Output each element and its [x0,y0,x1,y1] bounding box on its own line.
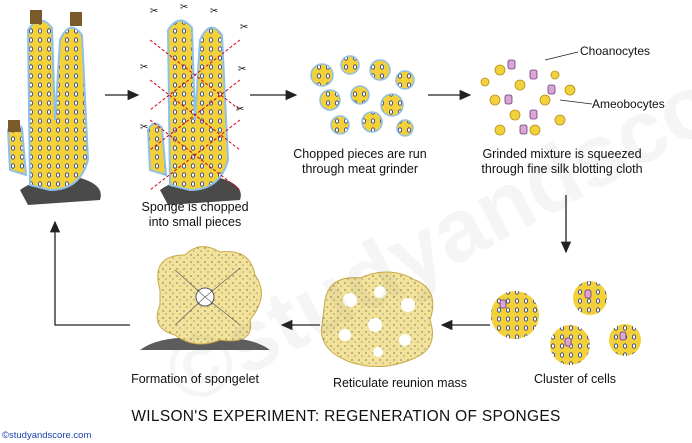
svg-text:✂: ✂ [236,104,244,115]
svg-text:✂: ✂ [180,2,188,13]
step-grinder-label: Chopped pieces are run through meat grin… [293,147,427,176]
spongelet [140,246,270,350]
step-cluster-label: Cluster of cells [534,372,616,386]
svg-text:✂: ✂ [210,6,218,17]
step-spongelet-label: Formation of spongelet [131,372,259,386]
step-squeeze-label: Grinded mixture is squeezed through fine… [481,147,643,176]
svg-text:✂: ✂ [240,22,248,33]
chopped-pieces [310,55,415,137]
svg-text:✂: ✂ [140,122,148,133]
reticulate-mass [321,271,434,367]
step-chop-label: Sponge is chopped into small pieces [141,200,249,229]
svg-text:✂: ✂ [140,62,148,73]
flow-arrows [49,89,572,331]
svg-text:✂: ✂ [150,6,158,17]
intact-sponge [6,10,101,205]
cell-clusters [491,281,641,365]
ameobocytes-callout: Ameobocytes [592,97,665,111]
credit-text: ©studyandscore.com [2,430,92,441]
scissors-icons: ✂ ✂ ✂ ✂ ✂ ✂ ✂ ✂ [140,2,248,133]
dissociated-cells [480,51,593,136]
step-reticulate-label: Reticulate reunion mass [332,376,468,390]
diagram-title: WILSON'S EXPERIMENT: REGENERATION OF SPO… [131,408,561,425]
choanocytes-callout: Choanocytes [580,44,651,58]
chopped-sponge: ✂ ✂ ✂ ✂ ✂ ✂ ✂ ✂ [140,2,248,205]
svg-text:✂: ✂ [238,64,246,75]
